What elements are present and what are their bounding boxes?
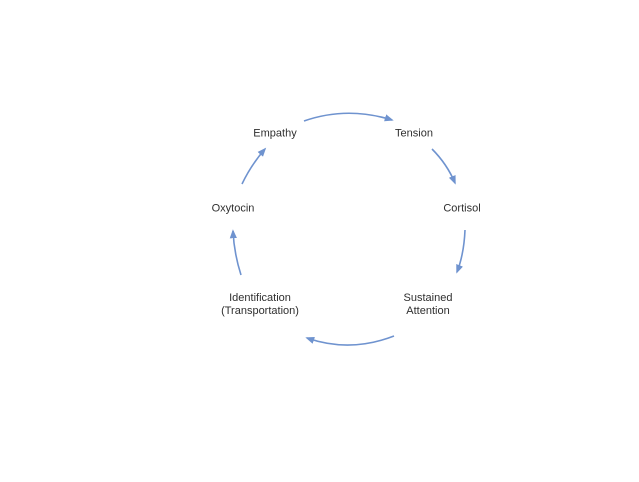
node-identification-line1: Identification: [229, 292, 291, 304]
node-sustained-attention-line1: Sustained: [403, 292, 453, 304]
node-empathy: Empathy: [253, 128, 296, 141]
node-sustained-attention: Sustained Attention: [404, 292, 453, 318]
node-identification: Identification (Transportation): [221, 292, 299, 318]
arrow-identification-to-oxytocin: [229, 229, 242, 276]
node-oxytocin: Oxytocin: [212, 203, 255, 216]
arrow-cortisol-to-sustained: [456, 229, 466, 274]
arrow-oxytocin-to-empathy: [241, 147, 267, 185]
node-oxytocin-text: Oxytocin: [211, 202, 255, 215]
node-sustained-attention-line2: Attention: [406, 305, 450, 317]
arrow-tension-to-cortisol: [431, 148, 456, 185]
node-cortisol: Cortisol: [443, 203, 480, 216]
node-cortisol-text: Cortisol: [443, 202, 481, 215]
node-empathy-text: Empathy: [253, 127, 297, 140]
node-tension: Tension: [395, 128, 433, 141]
node-identification-line2: (Transportation): [221, 305, 299, 317]
arrow-sustained-to-identification: [305, 335, 395, 346]
node-tension-text: Tension: [395, 127, 433, 140]
arrow-empathy-to-tension: [303, 112, 394, 122]
